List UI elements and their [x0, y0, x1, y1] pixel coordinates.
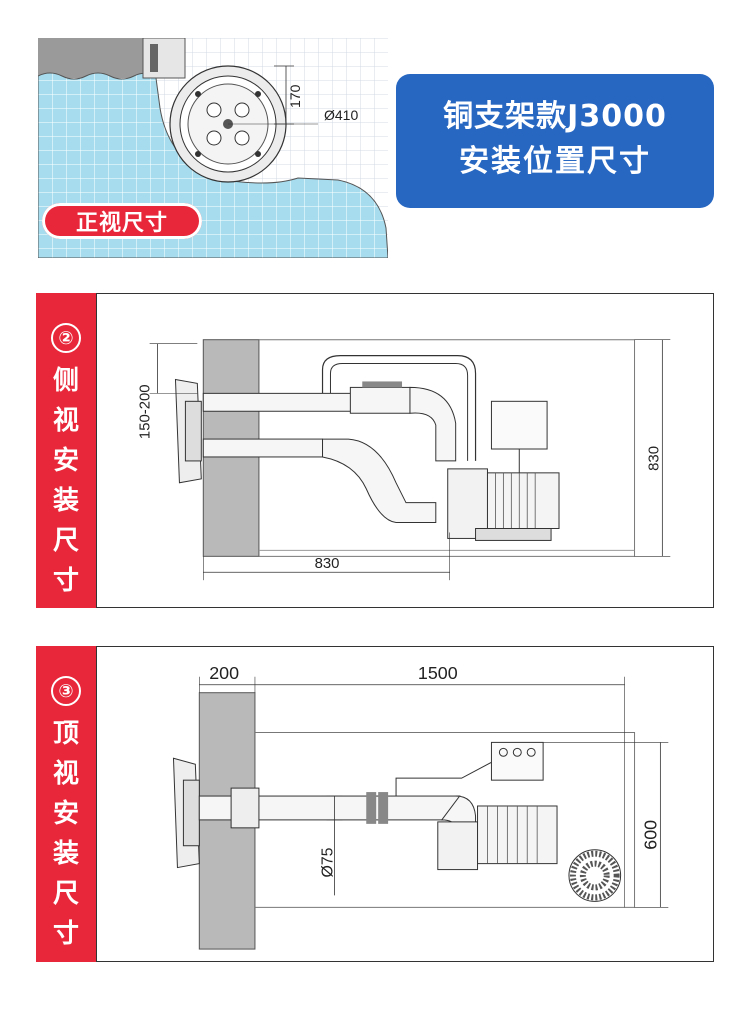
- side-dim-depth-range: 150-200: [138, 384, 154, 439]
- front-wall-top: [38, 38, 148, 78]
- front-view-badge-label: 正视尺寸: [75, 211, 168, 236]
- side-lower-pipe: [202, 438, 324, 458]
- side-motor: [486, 472, 560, 529]
- side-view-number: ②: [51, 323, 81, 353]
- side-dim-width: 830: [315, 556, 340, 572]
- bracket-plate: [142, 38, 186, 79]
- side-label-char: 侧: [52, 366, 79, 396]
- side-label-char: 尺: [52, 526, 79, 556]
- top-view-label: ③ 顶 视 安 装 尺 寸: [36, 646, 96, 962]
- side-elbow-upper: [409, 386, 457, 462]
- side-upper-pipe: [202, 392, 363, 412]
- top-dim-wall: 200: [209, 663, 239, 683]
- front-dim-height: 170: [287, 84, 303, 108]
- side-air-loop: [321, 355, 477, 461]
- side-elbow-lower: [322, 438, 437, 524]
- top-view-drawing: 200 1500 600 Ø75: [172, 663, 669, 950]
- side-dim-height: 830: [646, 446, 662, 471]
- top-label-char: 顶: [52, 719, 79, 749]
- side-view-drawing: 150-200 830 830: [138, 339, 671, 581]
- side-label-char: 安: [52, 446, 79, 476]
- top-vent-grille: [568, 849, 622, 902]
- side-pit-outline: [258, 339, 636, 557]
- top-view-panel: 200 1500 600 Ø75: [96, 646, 714, 962]
- title-line1: 铜支架款J3000: [443, 99, 667, 134]
- top-label-char: 寸: [52, 919, 79, 949]
- front-view-badge: 正视尺寸: [42, 203, 202, 239]
- top-pit-outline: [254, 731, 636, 908]
- top-dim-length: 1500: [418, 663, 458, 683]
- top-label-char: 尺: [52, 879, 79, 909]
- top-label-char: 视: [52, 759, 79, 789]
- top-view-number: ③: [51, 676, 81, 706]
- side-label-char: 装: [52, 486, 79, 516]
- front-dim-diameter: Ø410: [324, 107, 358, 123]
- side-view-panel: 150-200 830 830: [96, 293, 714, 608]
- side-view-label: ② 侧 视 安 装 尺 寸: [36, 293, 96, 608]
- top-dim-pipe: Ø75: [319, 847, 336, 877]
- top-pump-body: [437, 821, 479, 871]
- top-dim-depth: 600: [640, 820, 660, 850]
- side-label-char: 寸: [52, 566, 79, 596]
- title-line2: 安装位置尺寸: [459, 144, 651, 179]
- side-pump-body: [447, 468, 488, 539]
- side-label-char: 视: [52, 406, 79, 436]
- title-box: 铜支架款J3000 安装位置尺寸: [396, 74, 714, 208]
- side-control-box: [490, 400, 548, 450]
- top-label-char: 装: [52, 839, 79, 869]
- top-label-char: 安: [52, 799, 79, 829]
